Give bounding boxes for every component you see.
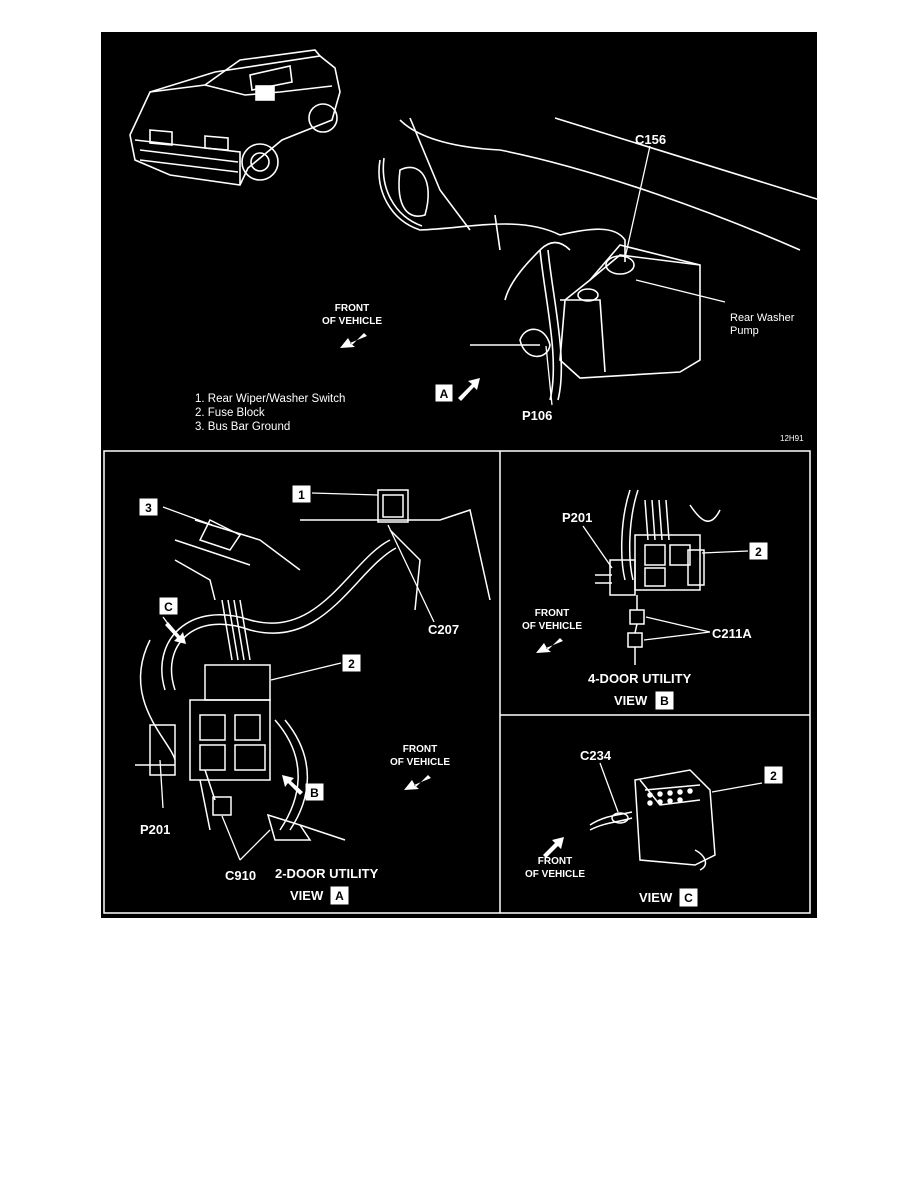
callout-box-1-number: 1	[298, 488, 305, 502]
figure-code: 12H91	[780, 434, 804, 443]
view-a-front-arrow-icon	[404, 775, 431, 790]
view-a-caption-letter: A	[335, 889, 344, 903]
view-a-front-label-2: OF VEHICLE	[390, 757, 450, 768]
view-c-callout-box-2	[764, 766, 783, 784]
view-c-marker-letter: C	[164, 600, 173, 614]
view-a-caption-box	[330, 886, 349, 905]
view-b-callout-box-2	[749, 542, 768, 560]
splice-label-p201-view-b: P201	[562, 510, 592, 525]
view-b-title: 4-DOOR UTILITY	[588, 671, 692, 686]
view-c-illustration	[589, 769, 716, 871]
view-b-front-arrow-icon	[536, 638, 563, 653]
view-a-caption: VIEW	[290, 888, 324, 903]
splice-label-p106: P106	[522, 408, 552, 423]
callout-box-1	[292, 485, 311, 503]
view-a-leader-lines	[159, 492, 435, 861]
view-b-leader-lines	[582, 525, 749, 641]
view-c-front-label-2: OF VEHICLE	[525, 869, 585, 880]
view-b-marker-letter: B	[310, 786, 319, 800]
view-c-marker-box	[159, 597, 178, 615]
view-c-caption-box	[679, 888, 698, 907]
front-of-vehicle-label-2: OF VEHICLE	[322, 316, 382, 327]
view-b-front-label-2: OF VEHICLE	[522, 621, 582, 632]
callout-box-3-number: 3	[145, 501, 152, 515]
connector-label-c207: C207	[428, 622, 459, 637]
connector-label-c156: C156	[635, 132, 666, 147]
view-b-caption: VIEW	[614, 693, 648, 708]
view-a-marker-letter: A	[440, 387, 449, 401]
callout-box-2	[342, 654, 361, 672]
legend-item-3: 3. Bus Bar Ground	[195, 421, 290, 433]
view-a-front-label: FRONT	[403, 744, 437, 755]
view-c-callout-box-2-number: 2	[770, 769, 777, 783]
rear-washer-pump-label-2: Pump	[730, 325, 759, 337]
top-leader-lines	[545, 145, 726, 406]
connector-label-c211a: C211A	[712, 626, 752, 641]
legend-item-2: 2. Fuse Block	[195, 407, 265, 419]
connector-label-c910: C910	[225, 868, 256, 883]
view-c-caption: VIEW	[639, 890, 673, 905]
connector-label-c234: C234	[580, 748, 612, 763]
callout-box-3	[139, 498, 158, 516]
callout-box-2-number: 2	[348, 657, 355, 671]
front-arrow-icon	[340, 333, 367, 348]
view-b-illustration	[595, 489, 721, 665]
view-b-front-label: FRONT	[535, 608, 569, 619]
view-c-caption-letter: C	[684, 891, 693, 905]
view-a-illustration	[135, 489, 491, 841]
view-c-front-arrow-icon	[543, 837, 564, 858]
view-c-front-label: FRONT	[538, 856, 572, 867]
view-c-leader-lines	[599, 762, 763, 813]
view-b-caption-letter: B	[660, 694, 669, 708]
view-b-marker-box	[305, 783, 324, 801]
vehicle-illustration	[129, 49, 341, 186]
view-a-marker-box	[435, 384, 453, 402]
front-of-vehicle-label: FRONT	[335, 303, 369, 314]
view-a-title: 2-DOOR UTILITY	[275, 866, 379, 881]
view-c-arrow-icon	[165, 622, 186, 644]
panel-dividers	[103, 450, 811, 914]
diagram-background	[101, 32, 817, 918]
washer-area-illustration	[378, 117, 821, 401]
view-a-arrow-icon	[458, 378, 480, 401]
view-b-callout-box-2-number: 2	[755, 545, 762, 559]
view-b-caption-box	[655, 691, 674, 710]
view-b-arrow-icon	[282, 775, 303, 795]
rear-washer-pump-label: Rear Washer	[730, 312, 795, 324]
legend-item-1: 1. Rear Wiper/Washer Switch	[195, 393, 345, 405]
splice-label-p201-view-a: P201	[140, 822, 170, 837]
